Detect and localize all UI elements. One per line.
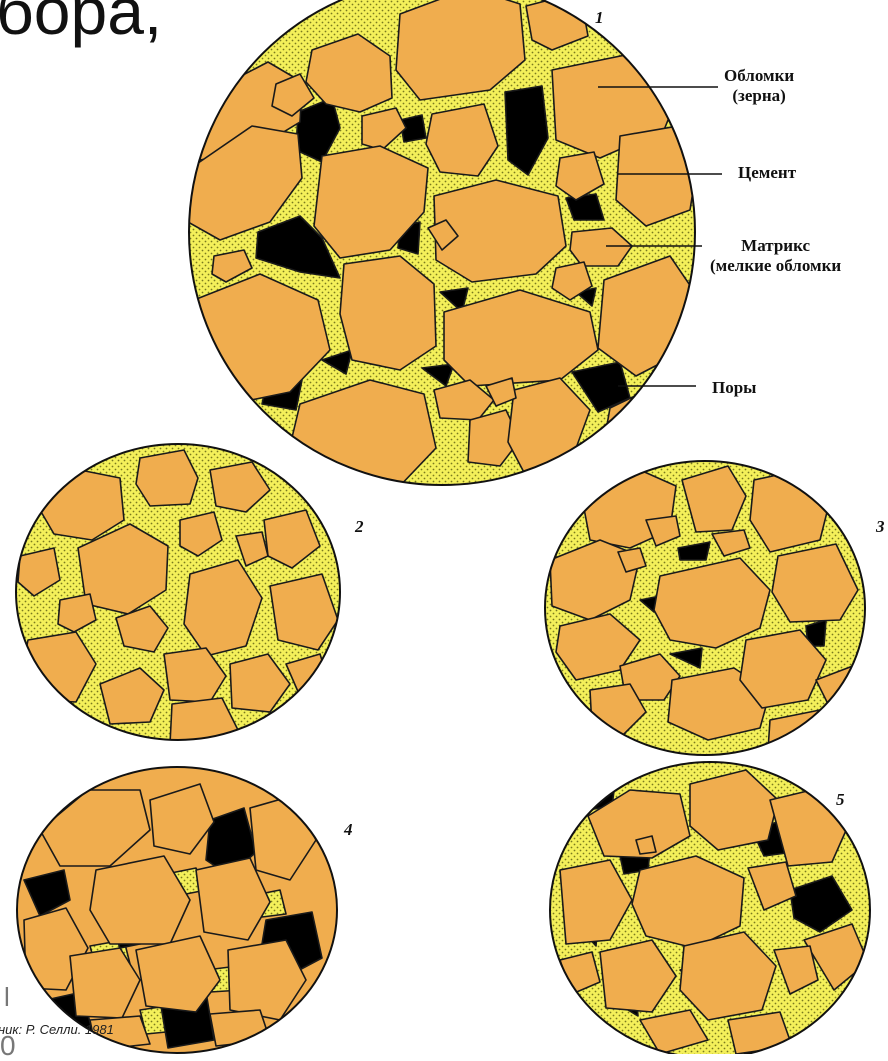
sample-3 (545, 461, 870, 760)
grain (340, 256, 436, 370)
figure-number-4: 4 (344, 820, 353, 840)
sample-2 (16, 444, 340, 748)
edge-fragment-bar: l (4, 982, 10, 1013)
source-caption: ник: Р. Селли. 1981 (0, 1022, 114, 1037)
sample-5 (550, 762, 870, 1054)
label-pores: Поры (712, 378, 756, 398)
sample-4 (17, 767, 337, 1053)
sample-1 (188, 0, 700, 490)
figure-number-2: 2 (355, 517, 364, 537)
edge-fragment-digit: 0 (0, 1032, 16, 1060)
label-matrix: Матрикс (мелкие обломки (710, 236, 841, 277)
grain (616, 126, 698, 226)
figure-number-3: 3 (876, 517, 885, 537)
page-heading: бора, (0, 0, 162, 44)
label-cement: Цемент (738, 163, 796, 183)
figure-number-1: 1 (595, 8, 604, 28)
label-grains: Обломки (зерна) (724, 66, 794, 107)
figure-number-5: 5 (836, 790, 845, 810)
